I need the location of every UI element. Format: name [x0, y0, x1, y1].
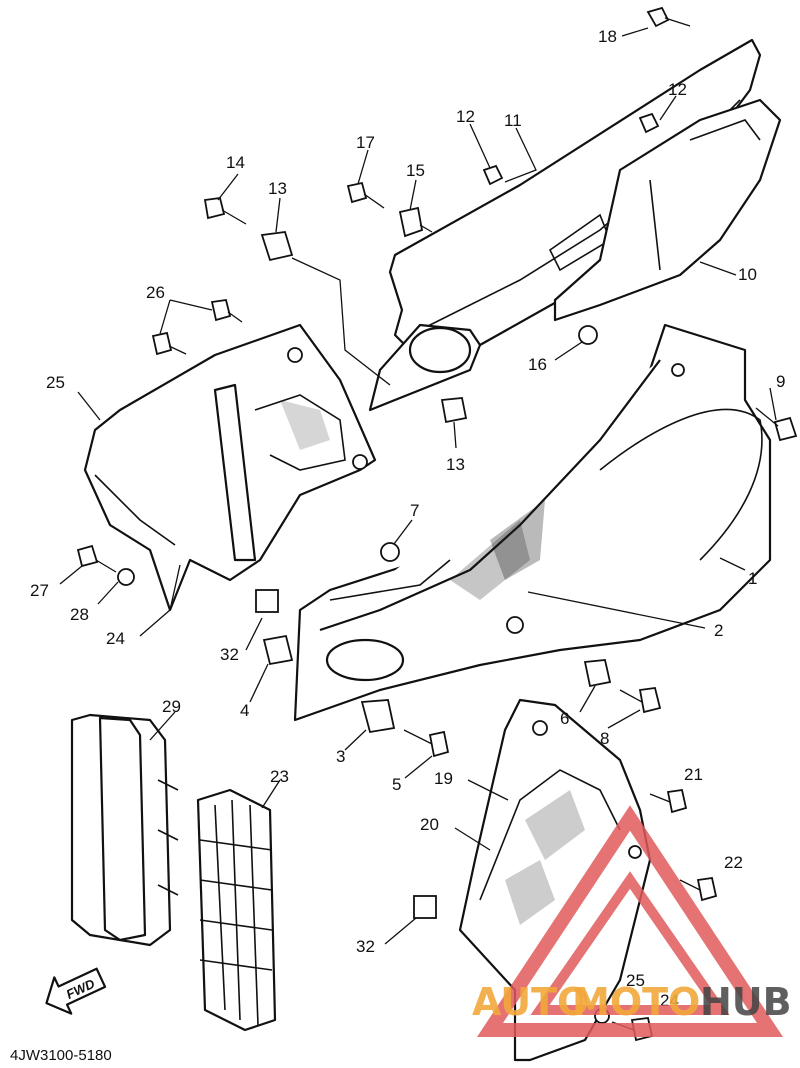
part-25-radiator-louver	[196, 788, 277, 1032]
callout-8: 8	[600, 729, 609, 748]
watermark-triangle-inner	[530, 871, 730, 1015]
callout-numbers: 18 12 12 11 14 17 15 13 10 26 16 25 9 13…	[30, 27, 785, 1010]
part-1-side-cover	[293, 323, 772, 722]
callout-29: 27	[30, 581, 49, 600]
callout-5: 5	[392, 775, 401, 794]
callout-1: 1	[748, 569, 757, 588]
shroud-lower-mount	[368, 323, 482, 412]
callout-12-upper: 12	[668, 80, 687, 99]
callout-10: 10	[738, 265, 757, 284]
callout-13: 13	[268, 179, 287, 198]
part-10-side-panel	[553, 98, 782, 322]
callout-19: 18	[598, 27, 617, 46]
part-20-lower-panel	[458, 698, 652, 1062]
callout-25: 23	[270, 767, 289, 786]
part-27-left-shroud	[83, 323, 377, 612]
callout-9: 9	[776, 372, 785, 391]
callout-27: 25	[46, 373, 65, 392]
watermark-text-auto: AUTO	[472, 980, 589, 1024]
callout-31: 29	[162, 697, 181, 716]
callout-21: 20	[420, 815, 439, 834]
diagram-code: 4JW3100-5180	[10, 1047, 112, 1064]
callout-4: 4	[240, 701, 249, 720]
callout-22-upper: 21	[684, 765, 703, 784]
watermark-text-hub: HUB	[700, 980, 792, 1024]
part-31-radiator-guard	[70, 713, 179, 947]
callout-11: 11	[504, 111, 522, 130]
callout-3: 3	[336, 747, 345, 766]
watermark-logo: AUTO MOTO HUB	[472, 805, 792, 1037]
callout-28: 26	[146, 283, 165, 302]
callout-14-label: 13	[446, 455, 465, 474]
callout-20: 19	[434, 769, 453, 788]
callout-6: 6	[560, 709, 569, 728]
callout-26: 24	[106, 629, 125, 648]
callout-16: 15	[406, 161, 425, 180]
callout-2: 2	[714, 621, 723, 640]
callout-30: 28	[70, 605, 89, 624]
callout-12-left: 12	[456, 107, 475, 126]
callout-7: 7	[410, 501, 419, 520]
callout-22-lower: 22	[724, 853, 743, 872]
callout-24-label: 25	[626, 971, 645, 990]
callout-32-upper: 32	[220, 645, 239, 664]
leader-lines	[59, 27, 777, 945]
watermark-text-moto: MOTO	[572, 980, 700, 1024]
watermark-triangle-outer	[476, 805, 784, 1037]
callout-17: 16	[528, 355, 547, 374]
callout-18: 17	[356, 133, 375, 152]
callout-32-lower: 32	[356, 937, 375, 956]
callout-15: 14	[226, 153, 245, 172]
fwd-arrow: FWD	[45, 967, 107, 1015]
